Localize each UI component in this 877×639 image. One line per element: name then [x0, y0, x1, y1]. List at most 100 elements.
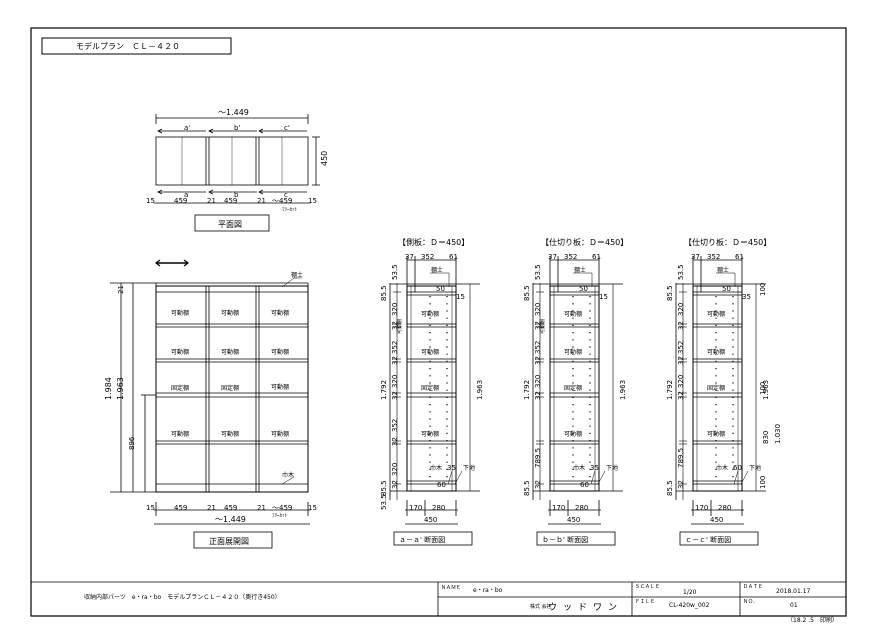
- sheet-border: [30, 27, 847, 617]
- plan-label: 平面図: [218, 220, 242, 229]
- front-adj-shelf-8: 可動棚: [221, 430, 239, 438]
- section-right-dim-3: 1.030: [774, 424, 782, 444]
- section-top-small: 85.5: [380, 285, 388, 301]
- front-free-cut: ﾌﾘｰｶｯﾄ: [272, 513, 288, 519]
- section-left-long: 1.792: [666, 380, 674, 400]
- section-left-dim-8: 32: [391, 437, 399, 446]
- front-adj-shelf-3: 可動棚: [271, 309, 289, 317]
- section-left-long: 1.792: [380, 380, 388, 400]
- section-label-4: 可動棚: [564, 430, 582, 438]
- section-label-6: 下地: [606, 464, 618, 472]
- tb-name-value: e・ra・bo: [473, 587, 503, 594]
- section-top-dim-1: 352: [564, 253, 577, 261]
- section-small-dim-2: 60: [733, 464, 742, 472]
- section-bottom-dim-1: 280: [432, 504, 445, 512]
- section-left-dim-8: 32: [534, 480, 542, 489]
- section-top-dim-2: 61: [735, 253, 744, 261]
- section-label: ａ－ａ' 断面図: [399, 535, 445, 544]
- section-left-dim-1: 320: [391, 303, 399, 316]
- section-label-4: 可動棚: [421, 430, 439, 438]
- section-depth: 450: [567, 516, 580, 524]
- front-top-shelf-label: 棚士: [291, 271, 303, 279]
- section-left-dim-1: 320: [534, 303, 542, 316]
- tb-file-label: ＦＩＬＥ: [635, 599, 655, 605]
- section-left-long: 1.792: [523, 380, 531, 400]
- section-label-1: 可動棚: [421, 310, 439, 318]
- front-adj-shelf-6: 可動棚: [271, 348, 289, 356]
- plan-width-5: ～459: [272, 197, 292, 205]
- plan-label-frame: [194, 214, 270, 232]
- section-bottom-small: 85.5: [666, 480, 674, 496]
- front-fixed-shelf-1: 固定棚: [171, 384, 189, 392]
- section-label-5: 巾木: [573, 464, 585, 472]
- section-right-dim-1: 100: [759, 382, 767, 395]
- section-label-0: 棚士: [574, 266, 586, 274]
- section-bottom-dim-1: 280: [718, 504, 731, 512]
- plan-mark-b-prime: b': [234, 124, 240, 132]
- section-label-0: 棚士: [431, 266, 443, 274]
- plan-depth-dim: 450: [320, 151, 329, 166]
- section-label: ｃ－ｃ' 断面図: [685, 535, 731, 544]
- section-right-dim-0: 100: [759, 283, 767, 296]
- section-left-dim-5: 320: [391, 375, 399, 388]
- section-top-dim-0: 37: [548, 253, 557, 261]
- plan-mark-a-prime: a': [184, 124, 190, 132]
- front-width-3: 459: [224, 504, 237, 512]
- section-top-small: 85.5: [523, 285, 531, 301]
- front-fixed-shelf-3: 可動棚: [271, 383, 289, 391]
- title-block: [31, 581, 846, 616]
- section-bottom-small: 85.5: [380, 480, 388, 496]
- front-width-4: 21: [257, 504, 266, 512]
- plan-width-3: 459: [224, 197, 237, 205]
- front-fixed-shelf-2: 固定棚: [221, 384, 239, 392]
- plan-free-cut: ﾌﾘｰｶｯﾄ: [282, 207, 298, 213]
- section-small-dim-2: 35: [590, 464, 599, 472]
- front-width-1: 459: [174, 504, 187, 512]
- section-bottom-dim-0: 170: [552, 504, 565, 512]
- plan-width-6: 15: [308, 197, 317, 205]
- plan-mark-c-prime: c': [284, 124, 290, 132]
- section-right-long: 1.963: [476, 380, 484, 400]
- section-body: [692, 285, 743, 492]
- section-left-mark: 可動棚: [396, 319, 403, 334]
- section-top-small: 85.5: [666, 285, 674, 301]
- section-bottom-dim-1: 280: [575, 504, 588, 512]
- section-left-dim-6: 32: [534, 391, 542, 400]
- section-header: 【側板：Ｄ＝450】: [398, 237, 469, 247]
- plan-mark-a: a: [184, 191, 188, 199]
- section-left-dim-0: 53.5: [534, 264, 542, 280]
- section-top-dim-2: 61: [592, 253, 601, 261]
- section-bottom-dim-0: 170: [409, 504, 422, 512]
- plan-overall-dim: ～1.449: [218, 108, 249, 117]
- section-depth: 450: [424, 516, 437, 524]
- section-label-2: 可動棚: [564, 348, 582, 356]
- section-small-dim-1: 35: [742, 293, 751, 301]
- front-baseboard-label: 巾木: [282, 471, 294, 479]
- section-header: 【仕切り板：Ｄ＝450】: [541, 237, 628, 247]
- tb-no: 01: [790, 602, 798, 609]
- front-overall-dim: ～1.449: [215, 515, 246, 524]
- section-left-dim-9: 320: [391, 463, 399, 476]
- section-left-dim-6: 32: [677, 391, 685, 400]
- front-height-top: 21: [117, 285, 125, 294]
- section-top-dim-2: 61: [449, 253, 458, 261]
- section-label: ｂ－ｂ' 断面図: [542, 535, 588, 544]
- front-adj-shelf-4: 可動棚: [171, 348, 189, 356]
- section-header: 【仕切り板：Ｄ＝450】: [684, 237, 771, 247]
- section-label-6: 下地: [463, 464, 475, 472]
- section-body: [406, 285, 457, 492]
- section-left-dim-10: 32: [391, 480, 399, 489]
- tb-date-label: ＤＡＴＥ: [743, 584, 763, 590]
- front-width-5: ～459: [272, 504, 292, 512]
- section-label-frame: [679, 531, 759, 546]
- section-left-dim-0: 53.5: [391, 264, 399, 280]
- section-left-dim-6: 32: [391, 391, 399, 400]
- front-height-lower: 896: [128, 436, 136, 450]
- section-left-dim-7: 352: [391, 419, 399, 432]
- section-small-dim-0: 50: [579, 285, 588, 293]
- section-label-3: 固定棚: [707, 384, 725, 392]
- plan-width-4: 21: [257, 197, 266, 205]
